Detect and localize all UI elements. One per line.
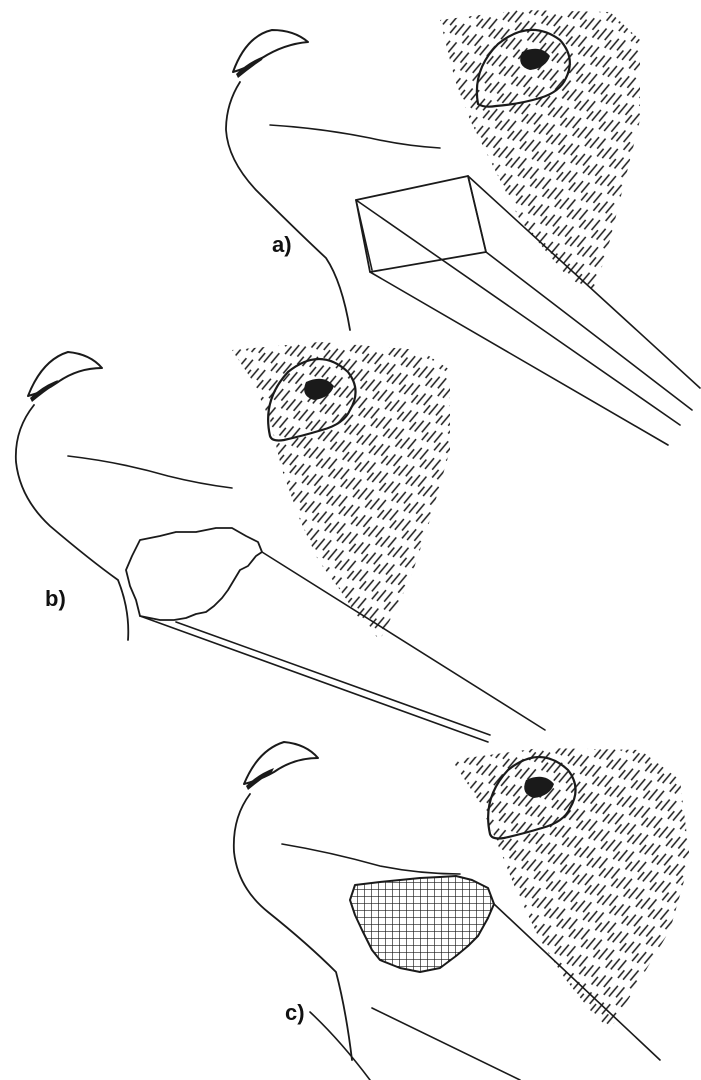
gridded-field-c (340, 860, 510, 980)
panel-label-a: a) (272, 232, 292, 257)
panel-c: c) (234, 742, 690, 1080)
face-profile-a (226, 82, 350, 330)
neck-line-c (310, 1012, 370, 1080)
panel-label-b: b) (45, 586, 66, 611)
panel-label-c: c) (285, 1000, 305, 1025)
jaw-line-c (282, 844, 460, 874)
face-profile-b (16, 405, 128, 640)
jaw-line-b (68, 456, 232, 488)
panel-b: b) (16, 342, 545, 742)
field-contour-b (126, 528, 262, 620)
jaw-line-a (270, 125, 440, 148)
eye-c (244, 742, 318, 790)
eye-b (28, 352, 102, 402)
eye-a (233, 30, 308, 78)
hair-region-b (232, 342, 450, 640)
